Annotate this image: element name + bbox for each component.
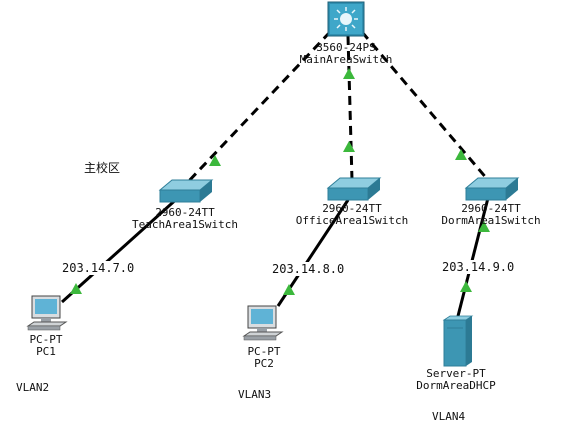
pc1-label: PC-PT PC1 — [29, 334, 62, 358]
switch-icon[interactable] — [326, 177, 382, 201]
link-teach-pc1[interactable] — [60, 194, 182, 304]
pc-icon[interactable] — [242, 305, 284, 341]
port-status-indicator — [478, 221, 490, 232]
office-switch-label: 2960-24TT OfficeArea1Switch — [296, 203, 409, 227]
device-model: PC-PT — [247, 345, 281, 358]
device-name: TeachArea1Switch — [132, 218, 238, 231]
device-model: 3560-24PS — [316, 41, 376, 54]
port-status-indicator — [70, 283, 82, 294]
port-status-indicator — [455, 149, 467, 160]
server-label: Server-PT DormAreaDHCP — [416, 368, 495, 392]
core-switch-label: 3560-24PS MainAreaSwitch — [300, 42, 393, 66]
device-name: OfficeArea1Switch — [295, 214, 409, 227]
multilayer-switch-icon[interactable] — [327, 1, 365, 37]
device-name: DormAreaDHCP — [416, 379, 496, 392]
network-address-office: 203.14.8.0 — [270, 262, 347, 276]
port-status-indicator — [460, 281, 472, 292]
network-address-dorm: 203.14.9.0 — [440, 260, 517, 274]
port-status-indicator — [209, 155, 221, 166]
device-name: DormArea1Switch — [441, 214, 541, 227]
vlan-label-2: VLAN2 — [16, 381, 50, 394]
vlan-label-3: VLAN3 — [238, 388, 272, 401]
server-icon[interactable] — [442, 315, 474, 367]
link-core-teach[interactable] — [184, 30, 332, 186]
link-core-office[interactable] — [346, 35, 354, 181]
network-address-teach: 203.14.7.0 — [60, 261, 137, 275]
device-model: 2960-24TT — [461, 202, 521, 215]
switch-icon[interactable] — [158, 179, 214, 203]
port-status-indicator — [343, 141, 355, 152]
port-status-indicator — [283, 284, 295, 295]
device-name: MainAreaSwitch — [299, 53, 393, 66]
device-name: PC1 — [36, 345, 56, 358]
vlan-label-4: VLAN4 — [432, 410, 466, 423]
device-model: 2960-24TT — [155, 206, 215, 219]
pc2-label: PC-PT PC2 — [247, 346, 280, 370]
switch-icon[interactable] — [464, 177, 520, 201]
dorm-switch-label: 2960-24TT DormArea1Switch — [441, 203, 540, 227]
device-model: 2960-24TT — [322, 202, 382, 215]
device-model: PC-PT — [29, 333, 63, 346]
pc-icon[interactable] — [26, 295, 68, 331]
port-status-indicator — [343, 68, 355, 79]
link-dorm-server[interactable] — [456, 197, 490, 317]
teach-switch-label: 2960-24TT TeachArea1Switch — [132, 207, 238, 231]
area-label: 主校区 — [84, 161, 121, 175]
link-core-dorm[interactable] — [360, 31, 490, 181]
device-name: PC2 — [254, 357, 274, 370]
device-model: Server-PT — [426, 367, 486, 380]
